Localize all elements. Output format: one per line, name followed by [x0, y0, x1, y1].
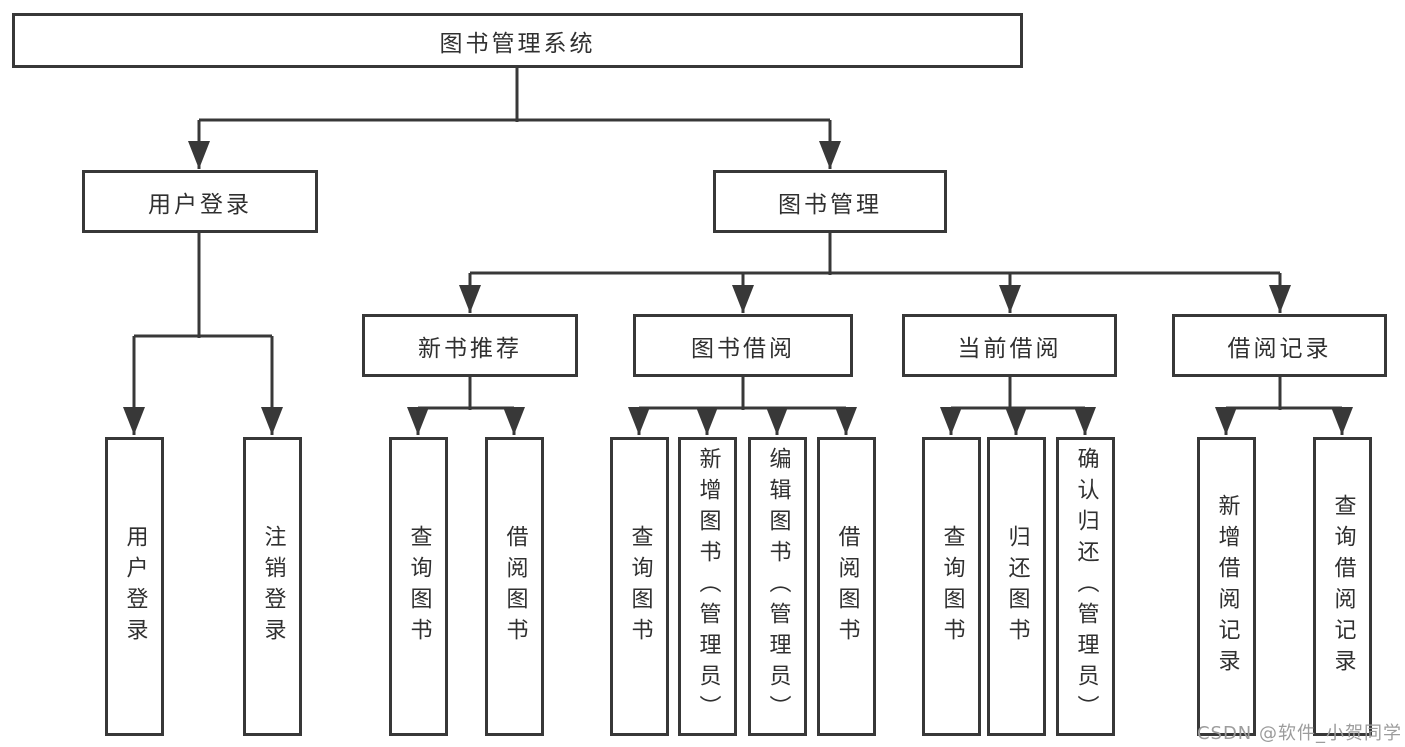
- leaf-add-borrow-record: 新增借阅记录: [1197, 437, 1256, 736]
- node-user-login: 用户登录: [82, 170, 318, 233]
- leaf-label: 归还图书: [1004, 524, 1030, 649]
- leaf-query-books: 查询图书: [922, 437, 981, 736]
- leaf-return-books: 归还图书: [987, 437, 1046, 736]
- leaf-label: 注销登录: [260, 524, 286, 649]
- leaf-borrow-books: 借阅图书: [485, 437, 544, 736]
- leaf-edit-books-admin: 编辑图书（管理员）: [748, 437, 807, 736]
- leaf-label: 确认归还（管理员）: [1073, 447, 1099, 726]
- node-label: 当前借阅: [957, 335, 1062, 362]
- leaf-label: 借阅图书: [502, 524, 528, 649]
- leaf-query-borrow-record: 查询借阅记录: [1313, 437, 1372, 736]
- node-root: 图书管理系统: [12, 13, 1023, 68]
- leaf-label: 借阅图书: [834, 524, 860, 649]
- node-new-book-recommendation: 新书推荐: [362, 314, 578, 377]
- leaf-borrow-books: 借阅图书: [817, 437, 876, 736]
- node-label: 借阅记录: [1227, 335, 1332, 362]
- watermark: CSDN @软件_小贺同学: [1196, 723, 1402, 744]
- node-label: 图书借阅: [691, 335, 795, 362]
- node-borrowing-records: 借阅记录: [1172, 314, 1387, 377]
- leaf-confirm-return-admin: 确认归还（管理员）: [1056, 437, 1115, 736]
- leaf-label: 查询图书: [406, 524, 432, 649]
- leaf-label: 用户登录: [122, 524, 148, 649]
- leaf-logout-login: 注销登录: [243, 437, 302, 736]
- node-label: 图书管理系统: [439, 30, 596, 57]
- leaf-user-login: 用户登录: [105, 437, 164, 736]
- node-book-borrowing: 图书借阅: [633, 314, 853, 377]
- node-book-management: 图书管理: [713, 170, 947, 233]
- leaf-label: 新增借阅记录: [1214, 493, 1240, 680]
- node-label: 新书推荐: [418, 335, 522, 362]
- leaf-label: 查询借阅记录: [1330, 493, 1356, 680]
- leaf-query-books: 查询图书: [610, 437, 669, 736]
- leaf-add-books-admin: 新增图书（管理员）: [678, 437, 737, 736]
- leaf-label: 查询图书: [627, 524, 653, 649]
- leaf-query-books: 查询图书: [389, 437, 448, 736]
- node-current-borrowing: 当前借阅: [902, 314, 1117, 377]
- leaf-label: 编辑图书（管理员）: [765, 447, 791, 726]
- node-label: 用户登录: [148, 191, 252, 218]
- leaf-label: 查询图书: [939, 524, 965, 649]
- node-label: 图书管理: [778, 191, 882, 218]
- leaf-label: 新增图书（管理员）: [695, 447, 721, 726]
